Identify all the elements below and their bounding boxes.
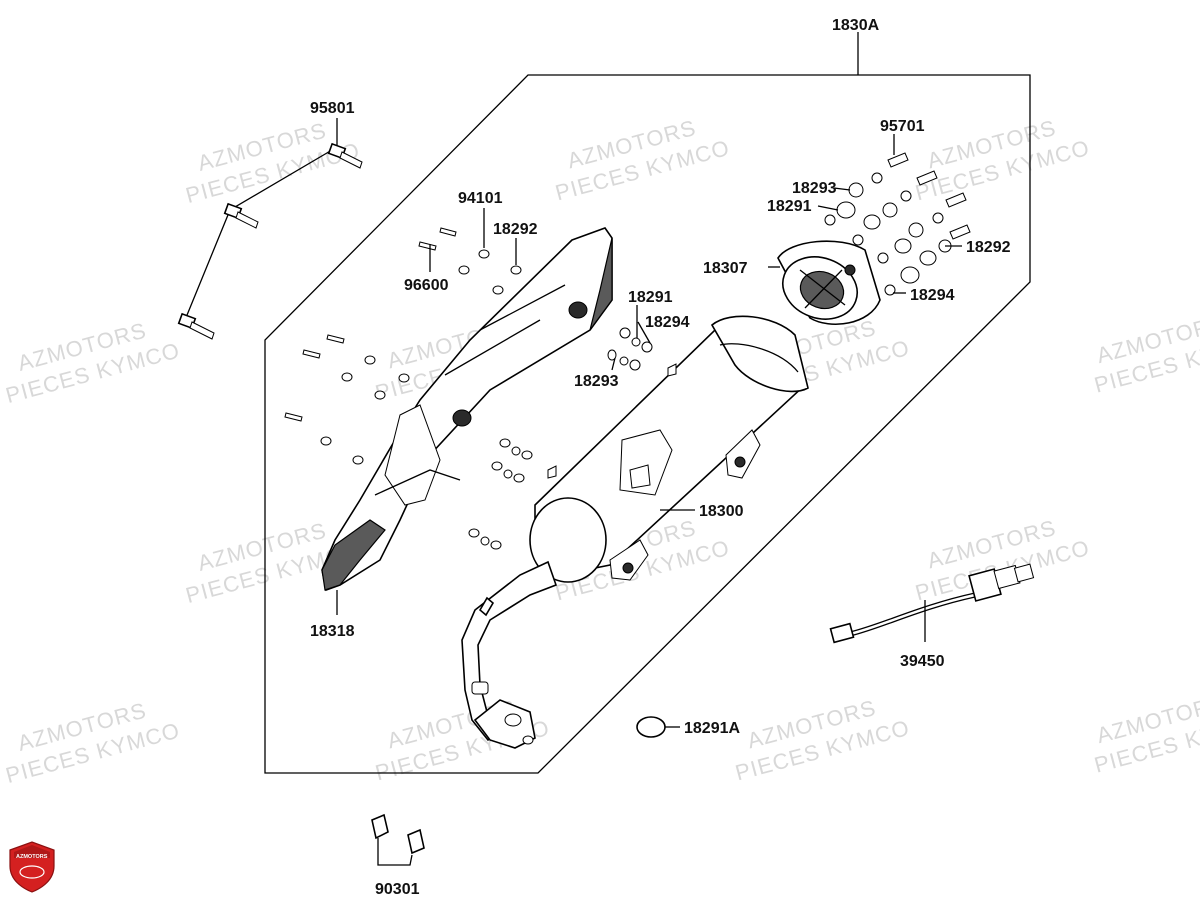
end-cap[interactable]	[774, 240, 881, 329]
leader-lines	[336, 118, 962, 728]
label-18291A: 18291A	[684, 720, 740, 737]
label-1830A: 1830A	[832, 17, 880, 34]
label-39450: 39450	[900, 653, 945, 670]
label-18294-right: 18294	[910, 287, 955, 304]
label-18294-mid: 18294	[645, 314, 690, 331]
label-18307: 18307	[703, 260, 748, 277]
label-90301: 90301	[375, 881, 420, 898]
label-18292-top: 18292	[493, 221, 538, 238]
exhaust-pipe[interactable]	[461, 560, 558, 749]
gasket-18291A[interactable]	[636, 716, 666, 738]
azmotors-logo: AZMOTORS	[9, 841, 55, 893]
label-18293-mid: 18293	[574, 373, 619, 390]
o2-sensor[interactable]	[829, 563, 1035, 644]
label-18293-right: 18293	[792, 180, 837, 197]
bolts-90301[interactable]	[371, 813, 425, 866]
label-18292-right: 18292	[966, 239, 1011, 256]
bolts-95801[interactable]	[177, 142, 363, 340]
label-18318: 18318	[310, 623, 355, 640]
small-hardware	[284, 152, 971, 550]
heat-shield[interactable]	[321, 227, 613, 592]
part-labels: 1830A 95801 95701 94101 18292 96600 1829…	[310, 17, 1011, 898]
label-95801: 95801	[310, 100, 355, 117]
label-94101: 94101	[458, 190, 503, 207]
assembly-outline	[264, 74, 1031, 774]
label-96600: 96600	[404, 277, 449, 294]
logo-text: AZMOTORS	[16, 854, 48, 860]
label-18291-mid: 18291	[628, 289, 673, 306]
label-95701: 95701	[880, 118, 925, 135]
muffler-body[interactable]	[529, 315, 809, 583]
label-18300: 18300	[699, 503, 744, 520]
label-18291-right: 18291	[767, 198, 812, 215]
